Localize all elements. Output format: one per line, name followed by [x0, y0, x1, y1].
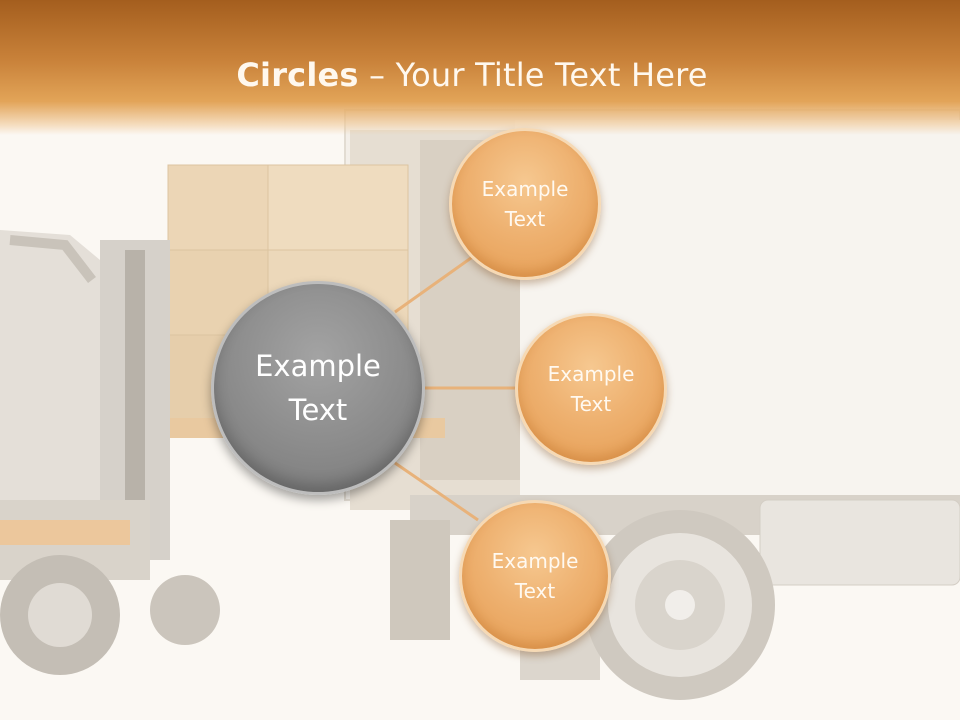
node-text-line2: Text	[570, 392, 612, 416]
title-rest: – Your Title Text Here	[358, 56, 708, 94]
node-text-line2: Text	[514, 579, 556, 603]
node-text-line1: Example	[491, 549, 579, 573]
title-bar	[0, 0, 960, 135]
center-text-line1: Example	[255, 349, 381, 383]
node-text-line2: Text	[504, 207, 546, 231]
slide-title: Circles – Your Title Text Here	[0, 56, 944, 94]
connector-top	[394, 251, 479, 314]
center-text-line2: Text	[288, 393, 348, 427]
title-bold: Circles	[236, 56, 359, 94]
connector-bottom	[394, 461, 479, 522]
node-text-line1: Example	[481, 177, 569, 201]
node-text-line1: Example	[547, 362, 635, 386]
